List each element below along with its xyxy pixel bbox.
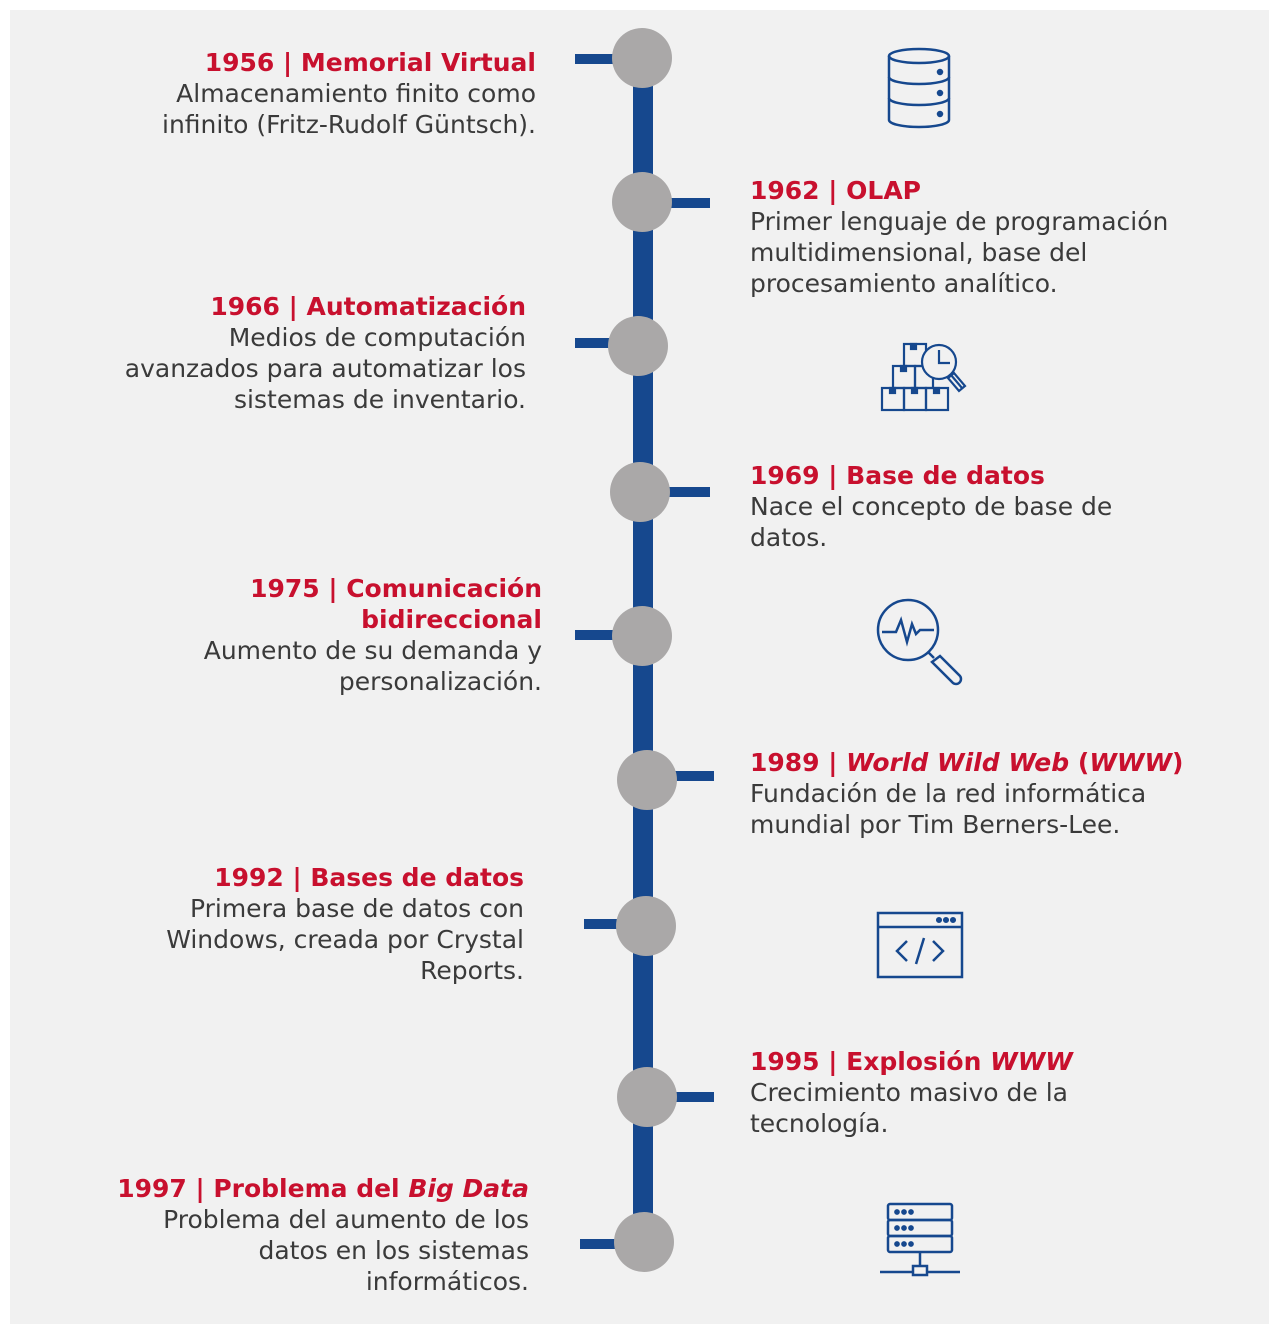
event-description: Aumento de su demanda y personalización. bbox=[203, 636, 542, 696]
event-title: 1966 | Automatización bbox=[210, 292, 526, 321]
event-description: Medios de computación avanzados para aut… bbox=[124, 323, 526, 414]
event-description: Crecimiento masivo de la tecnología. bbox=[750, 1078, 1068, 1138]
connector-1995 bbox=[650, 1092, 714, 1102]
connector-1962 bbox=[650, 198, 710, 208]
event-1997: 1997 | Problema del Big Data Problema de… bbox=[100, 1173, 529, 1297]
connector-1975 bbox=[575, 630, 635, 640]
inventory-search-icon bbox=[878, 336, 968, 416]
code-window-icon bbox=[875, 910, 965, 980]
event-1975: 1975 | Comunicación bidireccional Aument… bbox=[150, 573, 542, 697]
node-1969 bbox=[610, 462, 670, 522]
server-network-icon bbox=[878, 1200, 962, 1280]
event-1995: 1995 | Explosión WWW Crecimiento masivo … bbox=[750, 1046, 1150, 1139]
event-description: Nace el concepto de base de datos. bbox=[750, 492, 1113, 552]
event-description: Problema del aumento de los datos en los… bbox=[163, 1205, 529, 1296]
event-title: 1962 | OLAP bbox=[750, 176, 921, 205]
node-1962 bbox=[612, 172, 672, 232]
node-1975 bbox=[612, 606, 672, 666]
connector-1992 bbox=[584, 919, 644, 929]
connector-1989 bbox=[650, 771, 714, 781]
node-1992 bbox=[616, 896, 676, 956]
connector-1969 bbox=[650, 487, 710, 497]
event-title: 1995 | Explosión WWW bbox=[750, 1047, 1073, 1076]
node-1956 bbox=[612, 28, 672, 88]
event-1989: 1989 | World Wild Web (WWW) Fundación de… bbox=[750, 747, 1220, 840]
event-title: 1956 | Memorial Virtual bbox=[204, 48, 536, 77]
event-description: Almacenamiento finito como infinito (Fri… bbox=[162, 79, 536, 139]
event-title: 1992 | Bases de datos bbox=[214, 863, 524, 892]
event-title: 1989 | World Wild Web (WWW) bbox=[750, 748, 1184, 777]
event-1956: 1956 | Memorial Virtual Almacenamiento f… bbox=[100, 47, 536, 140]
node-1995 bbox=[617, 1067, 677, 1127]
event-description: Primer lenguaje de programación multidim… bbox=[750, 207, 1169, 298]
connector-1997 bbox=[580, 1239, 640, 1249]
analytics-search-icon bbox=[874, 596, 964, 686]
event-title: 1975 | Comunicación bidireccional bbox=[250, 574, 542, 634]
event-description: Primera base de datos con Windows, cread… bbox=[166, 894, 524, 985]
connector-1956 bbox=[575, 54, 635, 64]
event-title: 1969 | Base de datos bbox=[750, 461, 1045, 490]
database-icon bbox=[884, 46, 954, 130]
node-1966 bbox=[608, 316, 668, 376]
connector-1966 bbox=[575, 338, 635, 348]
event-description: Fundación de la red informática mundial … bbox=[750, 779, 1147, 839]
event-1992: 1992 | Bases de datos Primera base de da… bbox=[100, 862, 524, 986]
node-1989 bbox=[617, 750, 677, 810]
node-1997 bbox=[614, 1212, 674, 1272]
event-title: 1997 | Problema del Big Data bbox=[117, 1174, 529, 1203]
event-1966: 1966 | Automatización Medios de computac… bbox=[90, 291, 526, 415]
event-1962: 1962 | OLAP Primer lenguaje de programac… bbox=[750, 175, 1220, 299]
event-1969: 1969 | Base de datos Nace el concepto de… bbox=[750, 460, 1160, 553]
